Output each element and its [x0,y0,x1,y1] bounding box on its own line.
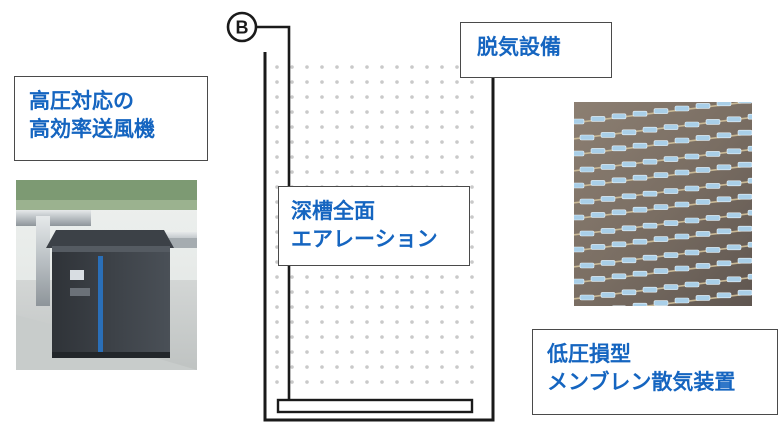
diffuser-bar [276,398,474,414]
blower-label-line1: 高圧対応の [29,89,134,113]
marker-b-label: B [236,18,249,38]
diffuser-label-line1: 低圧損型 [547,342,631,366]
aeration-label: 深槽全面 エアレーション [278,186,470,266]
blower-photo [16,180,197,370]
aeration-label-line1: 深槽全面 [291,199,375,223]
blower-label: 高圧対応の 高効率送風機 [14,76,208,161]
degassing-label: 脱気設備 [460,22,612,78]
aeration-label-line2: エアレーション [291,227,438,252]
air-pipe [256,25,291,400]
diffuser-label-line2: メンブレン散気装置 [547,370,736,395]
blower-label-line2: 高効率送風機 [29,117,155,142]
diffuser-label: 低圧損型 メンブレン散気装置 [532,329,778,415]
tank-wall [263,52,495,422]
marker-b [226,11,258,43]
membrane-diffuser-photo [574,102,752,306]
degassing-label-text: 脱気設備 [477,35,561,59]
